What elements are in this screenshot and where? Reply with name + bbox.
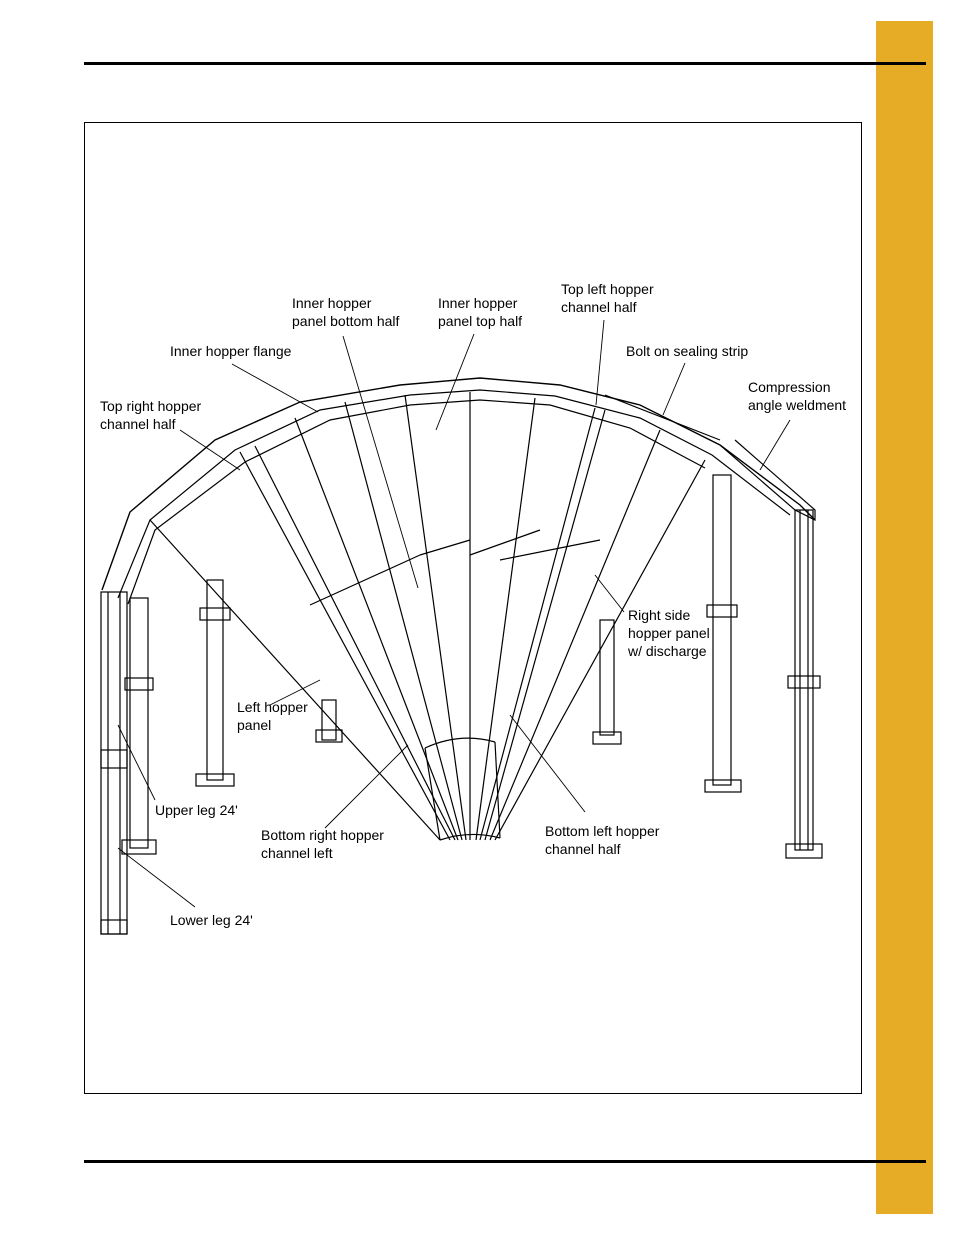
label-right-side-hopper-panel: Right side hopper panel w/ discharge (628, 607, 710, 659)
label-inner-hopper-flange: Inner hopper flange (170, 343, 292, 359)
label-left-hopper-panel: Left hopper panel (237, 699, 308, 733)
footer-rule (84, 1160, 926, 1163)
header-rule (84, 62, 926, 65)
chapter-tab (876, 21, 933, 1214)
label-inner-hopper-panel-bottom-half: Inner hopper panel bottom half (292, 295, 400, 329)
figure-frame (84, 122, 862, 1094)
label-inner-hopper-panel-top-half: Inner hopper panel top half (438, 295, 523, 329)
label-top-right-hopper-channel-half: Top right hopper channel half (100, 398, 202, 432)
label-bottom-left-hopper-channel-half: Bottom left hopper channel half (545, 823, 660, 857)
label-compression-angle-weldment: Compression angle weldment (748, 379, 847, 413)
label-top-left-hopper-channel-half: Top left hopper channel half (561, 281, 654, 315)
label-bottom-right-hopper-channel-left: Bottom right hopper channel left (261, 827, 384, 861)
label-upper-leg: Upper leg 24' (155, 802, 238, 818)
label-lower-leg: Lower leg 24' (170, 912, 253, 928)
label-bolt-on-sealing-strip: Bolt on sealing strip (626, 343, 749, 359)
